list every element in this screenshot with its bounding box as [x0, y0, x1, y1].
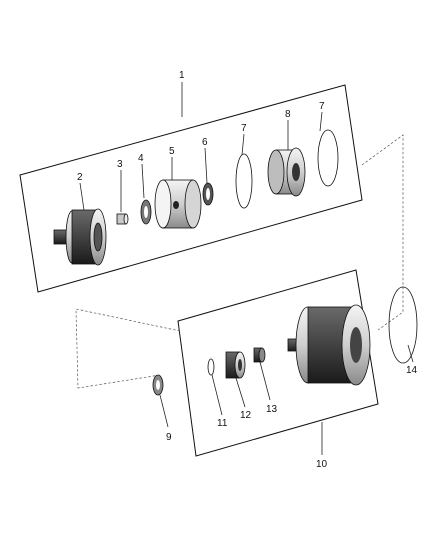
part-bearing — [253, 347, 266, 363]
callout-14: 14 — [406, 365, 418, 376]
part-snap-ring-7a — [235, 153, 253, 209]
connector-line-left — [75, 308, 181, 389]
part-bushing — [116, 213, 129, 225]
leader-6 — [204, 147, 208, 184]
callout-7a: 7 — [241, 123, 247, 134]
part-sun-gear — [225, 351, 246, 379]
leader-7b — [319, 111, 323, 132]
leader-4 — [141, 163, 145, 199]
part-drum — [154, 179, 202, 229]
part-snap-ring-11 — [207, 358, 215, 376]
callout-9: 9 — [166, 432, 172, 443]
callout-13: 13 — [266, 404, 278, 415]
callout-11: 11 — [217, 418, 228, 429]
leader-11 — [211, 374, 223, 416]
part-snap-ring-7b — [317, 129, 339, 187]
callout-10: 10 — [316, 459, 328, 470]
callout-8: 8 — [285, 109, 291, 120]
part-thrust-bearing — [202, 182, 214, 206]
part-snap-ring-14 — [388, 286, 418, 364]
leader-7a — [241, 133, 245, 156]
connector-line-upper — [361, 134, 404, 331]
part-thrust-washer-4 — [140, 199, 152, 225]
callout-3: 3 — [117, 159, 123, 170]
leader-14 — [407, 344, 414, 363]
part-carrier-assembly — [267, 147, 306, 197]
part-planetary-gear-set — [53, 208, 107, 266]
callout-2: 2 — [77, 172, 83, 183]
callout-4: 4 — [138, 153, 144, 164]
callout-12: 12 — [240, 410, 252, 421]
upper-assembly-frame — [19, 84, 363, 293]
leader-12 — [235, 377, 246, 408]
leader-13 — [259, 361, 271, 401]
leader-2 — [79, 182, 85, 211]
callout-1: 1 — [179, 70, 185, 81]
part-clutch-housing-assembly — [287, 304, 371, 386]
callout-5: 5 — [169, 146, 175, 157]
leader-9 — [159, 394, 169, 428]
callout-7b: 7 — [319, 101, 325, 112]
callout-6: 6 — [202, 137, 208, 148]
part-thrust-washer-9 — [152, 374, 164, 396]
lower-assembly-frame — [177, 269, 379, 457]
